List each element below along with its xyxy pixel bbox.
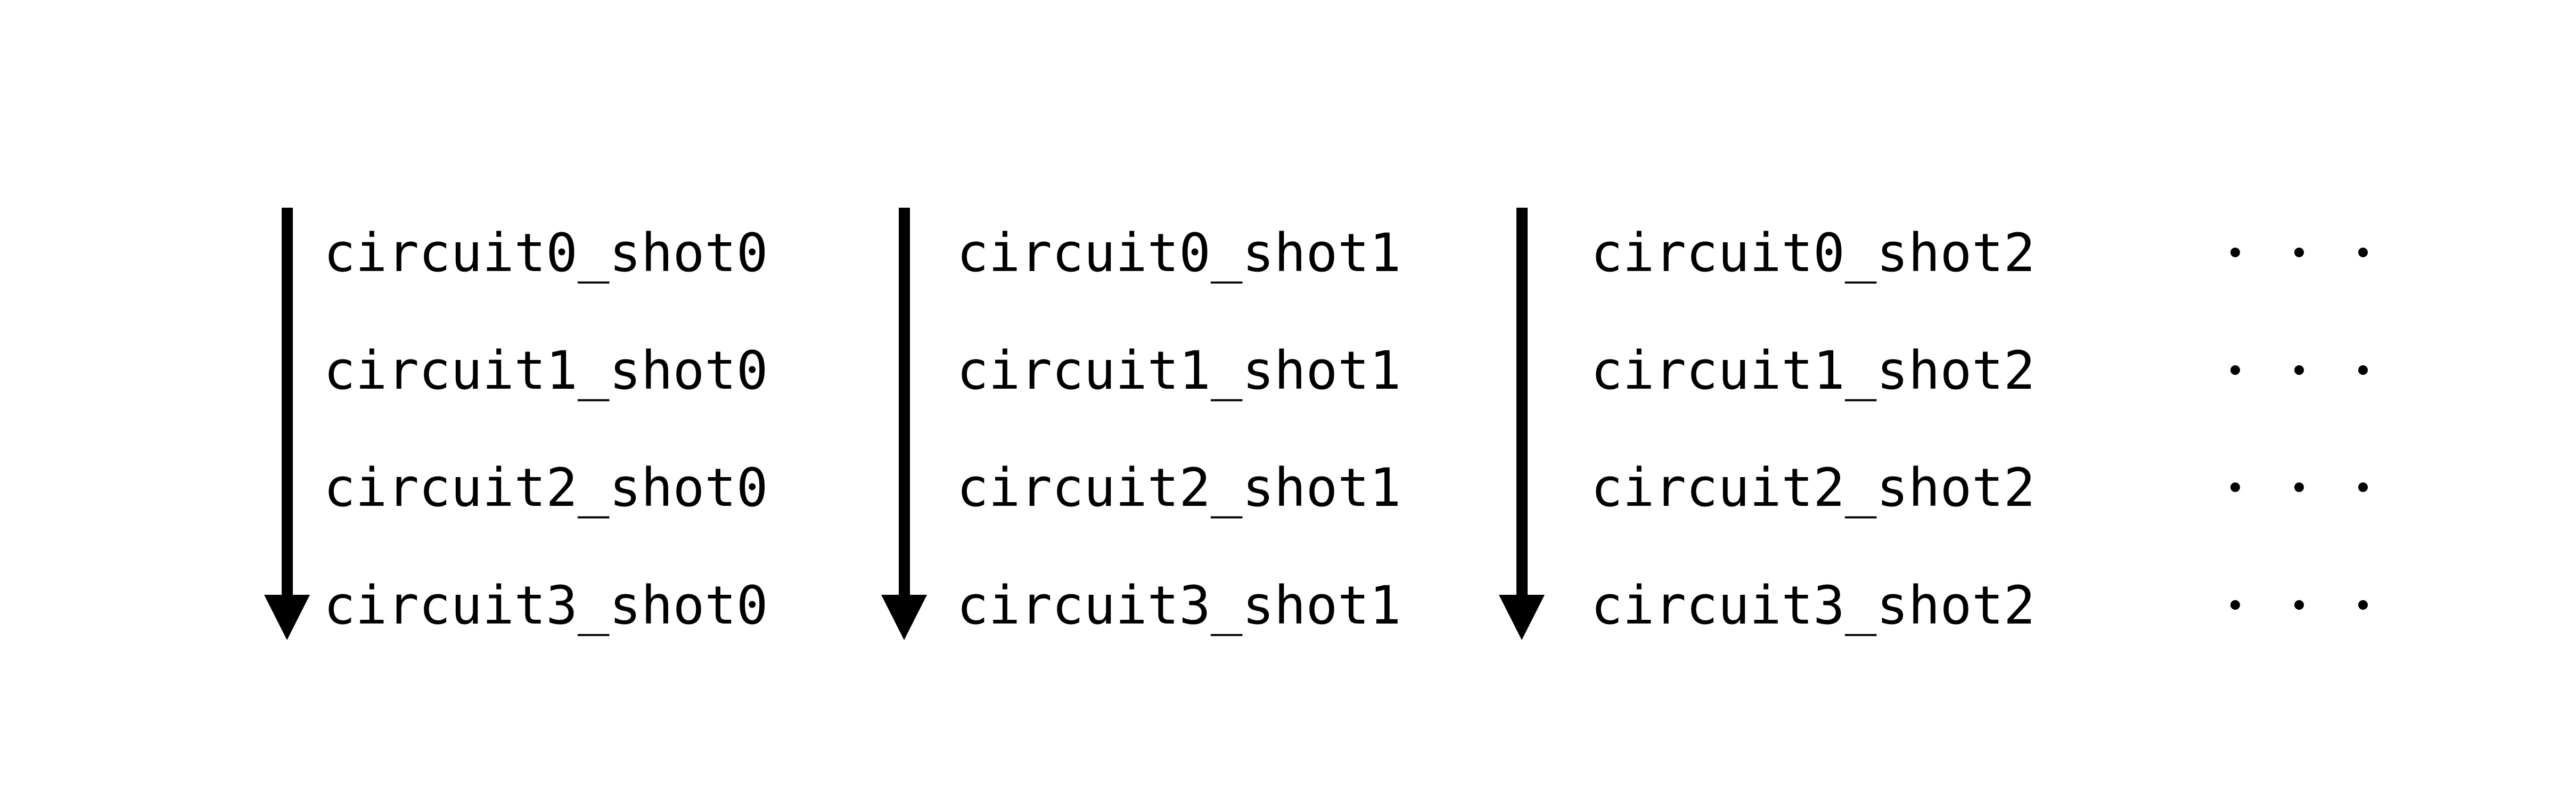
ellipsis-dot — [2358, 248, 2368, 257]
arrow-shaft — [899, 208, 910, 597]
ellipsis-dot — [2358, 600, 2368, 610]
circuit-shot-label: circuit1_shot2 — [1591, 340, 2036, 401]
ellipsis-dot — [2294, 248, 2304, 257]
ellipsis-dot — [2294, 482, 2304, 492]
ellipsis-dot — [2230, 600, 2240, 610]
circuit-shot-label: circuit0_shot2 — [1591, 223, 2036, 284]
arrow-head — [881, 595, 927, 640]
circuit-shot-label: circuit2_shot1 — [957, 457, 1401, 519]
ellipsis-dot — [2358, 365, 2368, 375]
circuit-shot-label: circuit1_shot0 — [324, 340, 768, 401]
circuit-shot-label: circuit3_shot2 — [1591, 575, 2036, 636]
circuit-shot-label: circuit3_shot0 — [324, 575, 768, 636]
ellipsis-dot — [2294, 600, 2304, 610]
ellipsis-dot — [2294, 365, 2304, 375]
arrow-shaft — [282, 208, 293, 597]
ellipsis-dot — [2230, 248, 2240, 257]
circuit-shot-label: circuit3_shot1 — [957, 575, 1401, 636]
circuit-shot-label: circuit2_shot2 — [1591, 457, 2036, 519]
ellipsis-dot — [2230, 482, 2240, 492]
circuit-shot-label: circuit2_shot0 — [324, 457, 768, 519]
arrow-head — [264, 595, 310, 640]
circuit-shot-label: circuit1_shot1 — [957, 340, 1401, 401]
ellipsis-dot — [2230, 365, 2240, 375]
circuit-shot-label: circuit0_shot1 — [957, 223, 1401, 284]
ellipsis-dot — [2358, 482, 2368, 492]
arrow-head — [1499, 595, 1545, 640]
circuit-shot-label: circuit0_shot0 — [324, 223, 768, 284]
arrow-shaft — [1516, 208, 1528, 597]
